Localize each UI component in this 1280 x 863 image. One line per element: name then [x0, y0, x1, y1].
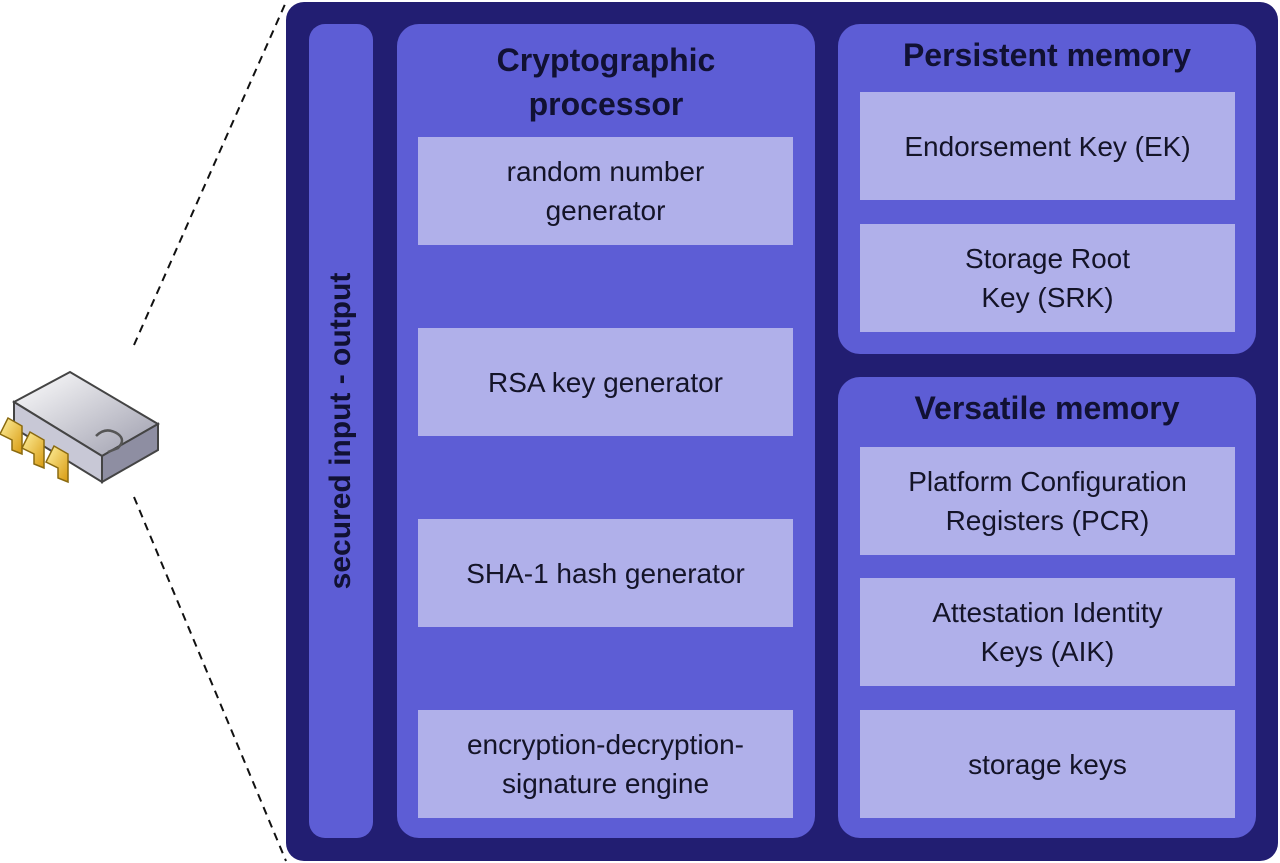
- zoom-line-top: [133, 1, 287, 346]
- zoom-lines: [133, 1, 287, 862]
- encryption-engine-box: encryption-decryption- signature engine: [418, 710, 793, 818]
- rsa-key-generator-box: RSA key generator: [418, 328, 793, 436]
- storage-keys-box: storage keys: [860, 710, 1235, 818]
- versatile-memory-title: Versatile memory: [914, 390, 1180, 426]
- sha1-hash-generator-box: SHA-1 hash generator: [418, 519, 793, 627]
- endorsement-key-box: Endorsement Key (EK): [860, 92, 1235, 200]
- integrated-circuit-chip-icon: [0, 370, 160, 484]
- zoom-line-bottom: [133, 496, 287, 862]
- secured-io-label: secured input - output: [324, 272, 357, 590]
- aik-box: Attestation Identity Keys (AIK): [860, 578, 1235, 686]
- storage-root-key-box: Storage Root Key (SRK): [860, 224, 1235, 332]
- random-number-generator-box: random number generator: [418, 137, 793, 245]
- pcr-box: Platform Configuration Registers (PCR): [860, 447, 1235, 555]
- secured-io-bar: [309, 24, 373, 838]
- crypto-processor-title: Cryptographic processor: [496, 42, 716, 122]
- persistent-memory-title: Persistent memory: [902, 37, 1192, 73]
